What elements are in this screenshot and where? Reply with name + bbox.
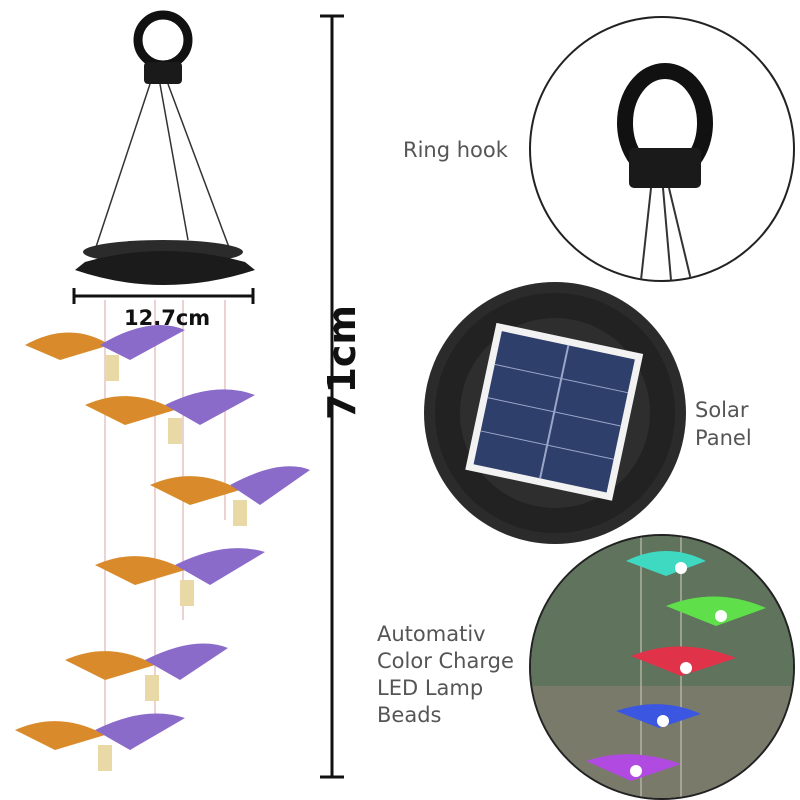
led-butterflies-photo: [531, 536, 793, 798]
hook-cap: [144, 62, 182, 84]
butterfly: [85, 389, 255, 444]
ring-hook-detail: [529, 16, 795, 282]
solar-panel-detail: [424, 282, 686, 544]
wind-chime-product: [15, 10, 310, 771]
solar-housing: [75, 251, 255, 285]
height-label: 71cm: [320, 304, 364, 420]
ring-hook-icon: [617, 63, 713, 280]
butterfly: [25, 325, 185, 381]
led-lamp-label: Automativ Color Charge LED Lamp Beads: [377, 622, 514, 727]
solar-panel-label: Solar Panel: [695, 398, 752, 450]
ring-hook-label: Ring hook: [403, 138, 508, 162]
hanging-string: [159, 83, 189, 241]
hanging-string: [167, 83, 231, 251]
led-lamp-detail: [529, 534, 795, 800]
height-dimension: [320, 14, 344, 779]
butterfly: [95, 548, 265, 606]
butterfly: [150, 466, 310, 526]
top-ring-hook: [133, 10, 193, 70]
hanging-string: [94, 83, 151, 251]
butterfly: [15, 713, 185, 771]
width-label: 12.7cm: [124, 306, 211, 330]
solar-panel-icon: [435, 293, 675, 533]
butterfly: [65, 643, 228, 701]
